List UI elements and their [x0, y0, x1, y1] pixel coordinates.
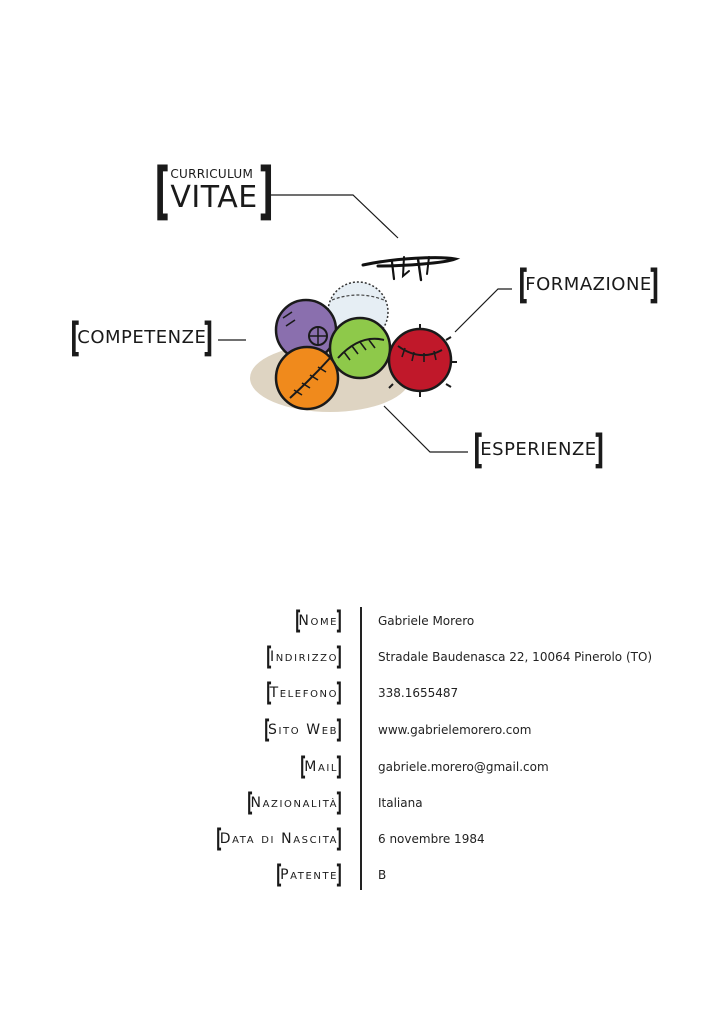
title-small: CURRICULUM — [170, 167, 254, 181]
connector-title — [266, 194, 399, 239]
section-competenze[interactable]: [ COMPETENZE ] — [66, 318, 218, 358]
connector-lines — [218, 194, 512, 453]
bracket-right: ] — [336, 860, 343, 890]
connector-esperienze — [383, 405, 468, 453]
bracket-right: ] — [203, 315, 214, 361]
value-sito-web[interactable]: www.gabrielemorero.com — [378, 723, 532, 737]
red-ball — [387, 324, 457, 397]
label-text: Telefono — [269, 685, 339, 701]
bracket-left: [ — [266, 642, 272, 672]
value-telefono: 338.1655487 — [378, 686, 459, 700]
bracket-left: [ — [473, 427, 484, 473]
value-mail[interactable]: gabriele.morero@gmail.com — [378, 760, 549, 774]
bracket-right: ] — [336, 606, 343, 636]
value-indirizzo: Stradale Baudenasca 22, 10064 Pinerolo (… — [378, 650, 653, 664]
bracket-left: [ — [518, 262, 529, 308]
bracket-right: ] — [336, 824, 343, 854]
green-ball — [328, 316, 392, 380]
bracket-right: ] — [336, 788, 343, 818]
bracket-left: [ — [265, 678, 272, 708]
label-text: Sito Web — [268, 722, 339, 738]
bracket-left: [ — [215, 824, 222, 854]
label-sito-web: [Sito Web] — [261, 717, 345, 743]
label-text: Nome — [298, 613, 339, 629]
label-indirizzo: [Indirizzo] — [263, 644, 345, 670]
bracket-right: ] — [336, 642, 343, 672]
bracket-left: [ — [276, 860, 283, 890]
orange-ball — [274, 345, 340, 411]
label-data-nascita: [Data di Nascita] — [213, 826, 345, 852]
bracket-right: ] — [336, 715, 343, 745]
info-divider — [360, 607, 362, 890]
section-formazione-label: FORMAZIONE — [525, 274, 652, 295]
label-text: Patente — [280, 867, 339, 883]
signature-icon — [361, 256, 461, 282]
value-nazionalita: Italiana — [378, 796, 423, 810]
label-mail: [Mail] — [297, 754, 345, 780]
value-patente: B — [378, 868, 387, 882]
label-text: Mail — [304, 759, 339, 775]
label-telefono: [Telefono] — [263, 680, 345, 706]
connector-formazione — [454, 288, 512, 333]
title-big: VITAE — [170, 180, 258, 215]
section-esperienze-label: ESPERIENZE — [480, 439, 597, 460]
label-text: Indirizzo — [269, 649, 339, 665]
bracket-left: [ — [70, 315, 81, 361]
bracket-right: ] — [336, 678, 343, 708]
label-nome: [Nome] — [292, 608, 345, 634]
bracket-left: [ — [154, 154, 170, 227]
section-formazione[interactable]: [ FORMAZIONE ] — [514, 265, 663, 305]
label-text: Data di Nascita — [219, 831, 339, 847]
bracket-right: ] — [258, 154, 274, 227]
bracket-left: [ — [264, 715, 271, 745]
label-patente: [Patente] — [273, 862, 345, 888]
label-nazionalita: [Nazionalità] — [244, 790, 345, 816]
value-nome: Gabriele Morero — [378, 614, 475, 628]
bracket-right: ] — [648, 262, 659, 308]
value-data-nascita: 6 novembre 1984 — [378, 832, 485, 846]
bracket-right: ] — [336, 752, 343, 782]
section-esperienze[interactable]: [ ESPERIENZE ] — [469, 430, 608, 470]
bracket-right: ] — [593, 427, 604, 473]
balls-illustration — [218, 194, 512, 453]
bracket-left: [ — [300, 752, 307, 782]
section-competenze-label: COMPETENZE — [77, 327, 207, 348]
bracket-left: [ — [294, 606, 301, 636]
cv-title: [ CURRICULUM VITAE ] — [148, 160, 280, 222]
label-text: Nazionalità — [250, 795, 339, 811]
bracket-left: [ — [246, 788, 253, 818]
